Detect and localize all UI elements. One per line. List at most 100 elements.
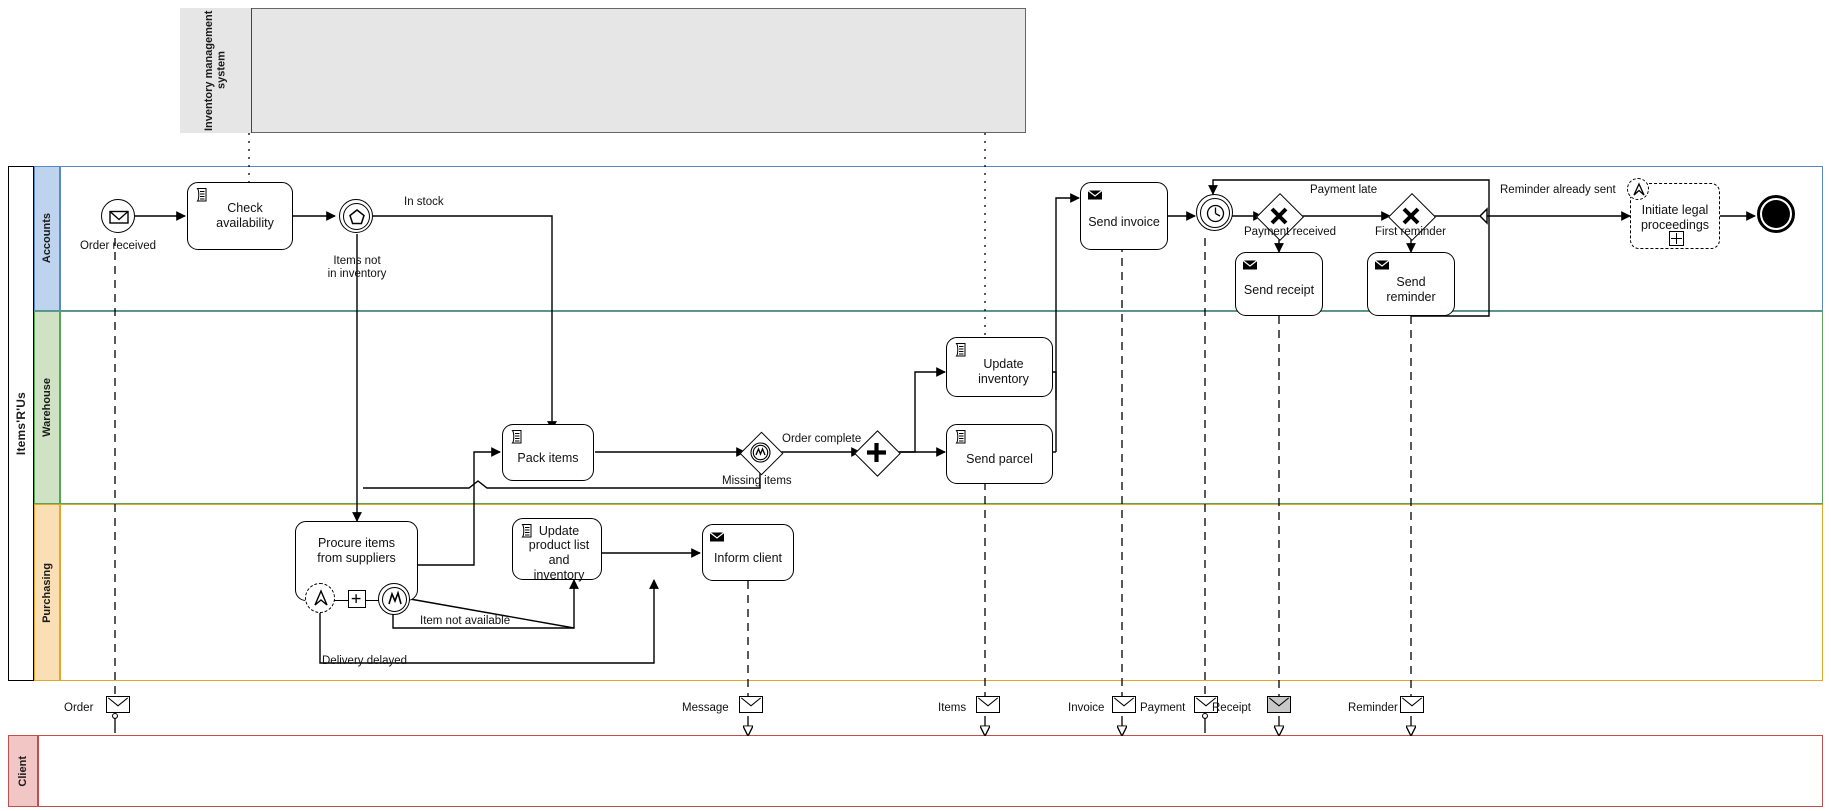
exclusive-x-icon: [1402, 207, 1420, 225]
flow-label-delivery-delayed: Delivery delayed: [322, 655, 408, 667]
task-send-receipt-label: Send receipt: [1243, 282, 1315, 297]
manual-task-icon: [955, 430, 966, 444]
boundary-event-delivery-delayed[interactable]: [305, 583, 335, 613]
task-send-reminder[interactable]: Send reminder: [1367, 252, 1455, 316]
message-label-payment: Payment: [1140, 702, 1186, 714]
task-pack-items[interactable]: Pack items: [502, 424, 594, 481]
envelope-icon: [1401, 697, 1423, 707]
message-label-message: Message: [682, 702, 729, 714]
lane-purchasing-label: Purchasing: [41, 562, 53, 623]
collapsed-subprocess-marker-procure[interactable]: [348, 590, 366, 608]
task-send-invoice[interactable]: Send invoice: [1080, 182, 1168, 250]
task-send-parcel-label: Send parcel: [966, 451, 1033, 466]
pool-client-label: Client: [17, 755, 29, 787]
send-message-icon: [1087, 190, 1103, 200]
task-send-parcel[interactable]: Send parcel: [946, 424, 1053, 484]
items-not-line2: in inventory: [327, 268, 387, 281]
flow-label-payment-received: Payment received: [1244, 226, 1337, 238]
error-zigzag-icon: [388, 590, 402, 605]
envelope-icon: [1195, 697, 1217, 707]
message-envelope-payment[interactable]: [1194, 696, 1218, 713]
flow-label-missing-items: Missing items: [722, 475, 792, 487]
message-envelope-receipt[interactable]: [1267, 696, 1291, 713]
pool-inventory-management-system: [180, 8, 1026, 133]
timer-clock-icon: [1206, 204, 1225, 223]
task-send-receipt[interactable]: Send receipt: [1235, 252, 1323, 316]
pool-client-body: [38, 735, 1823, 807]
gateway-payment-exclusive[interactable]: [1255, 192, 1305, 242]
envelope-icon: [1113, 697, 1135, 707]
event-items-not-in-inventory-label: Items not in inventory: [312, 255, 402, 281]
signal-pentagon-icon: [349, 209, 365, 225]
flow-label-item-not-available: Item not available: [420, 615, 511, 627]
pool-client-header: Client: [8, 735, 38, 807]
event-inner-ring: [342, 202, 370, 230]
exclusive-x-icon: [1270, 207, 1288, 225]
flow-label-payment-late: Payment late: [1310, 184, 1378, 196]
gateway-parallel[interactable]: [854, 430, 901, 477]
pool-inventory-management-system-label: Inventory management system: [202, 10, 228, 131]
items-not-line1: Items not: [333, 255, 381, 267]
pool-itemsrus-header: Items'R'Us: [8, 166, 34, 681]
event-inner-ring: [381, 586, 407, 612]
parallel-plus-icon: [867, 443, 886, 462]
user-task-icon: [196, 188, 207, 202]
envelope-icon: [107, 697, 129, 707]
terminate-fill: [1762, 200, 1790, 228]
lane-accounts-body: [60, 166, 1823, 311]
flow-label-reminder-already-sent: Reminder already sent: [1500, 184, 1616, 196]
pool-itemsrus-label: Items'R'Us: [14, 391, 28, 456]
task-pack-items-label: Pack items: [517, 451, 579, 466]
message-envelope-message[interactable]: [739, 696, 763, 713]
pool-inventory-management-system-header: Inventory management system: [180, 8, 252, 133]
event-escalation-start: [1627, 178, 1649, 200]
escalation-icon: [314, 589, 328, 606]
lane-warehouse-body: [60, 311, 1823, 504]
collapsed-subprocess-marker[interactable]: [1669, 231, 1684, 246]
lane-accounts-label: Accounts: [41, 213, 53, 264]
envelope-icon: [740, 697, 762, 707]
manual-task-icon: [955, 343, 966, 357]
gateway-order-complete-eventbased[interactable]: [739, 431, 784, 476]
message-envelope-invoice[interactable]: [1112, 696, 1136, 713]
event-terminate-end[interactable]: [1757, 195, 1795, 233]
message-envelope-reminder[interactable]: [1400, 696, 1424, 713]
lane-warehouse-label: Warehouse: [41, 378, 53, 437]
send-message-icon: [709, 532, 725, 542]
manual-task-icon: [521, 524, 532, 538]
manual-task-icon: [511, 430, 522, 444]
task-inform-client[interactable]: Inform client: [702, 524, 794, 581]
flow-label-first-reminder: First reminder: [1375, 226, 1446, 238]
task-send-invoice-label: Send invoice: [1088, 214, 1160, 229]
event-based-icon: [750, 442, 771, 463]
send-message-icon: [1242, 260, 1258, 270]
flow-label-order-complete: Order complete: [782, 433, 862, 445]
message-envelope-items[interactable]: [976, 696, 1000, 713]
event-order-received[interactable]: [101, 199, 135, 233]
plus-icon: [351, 593, 360, 603]
event-inner-ring: [1199, 197, 1230, 228]
lane-purchasing-header: Purchasing: [34, 504, 60, 681]
lane-accounts-header: Accounts: [34, 166, 60, 311]
gateway-reminder-exclusive[interactable]: [1387, 192, 1437, 242]
lane-warehouse-header: Warehouse: [34, 311, 60, 504]
message-envelope-order[interactable]: [106, 696, 130, 713]
task-send-reminder-label: Send reminder: [1386, 275, 1436, 304]
boundary-event-item-not-available[interactable]: [378, 583, 410, 615]
envelope-icon: [977, 697, 999, 707]
message-label-reminder: Reminder: [1348, 702, 1398, 714]
event-payment-timer[interactable]: [1196, 194, 1233, 231]
envelope-icon: [109, 210, 129, 224]
event-items-not-in-inventory[interactable]: [339, 199, 373, 233]
task-inform-client-label: Inform client: [713, 551, 783, 566]
